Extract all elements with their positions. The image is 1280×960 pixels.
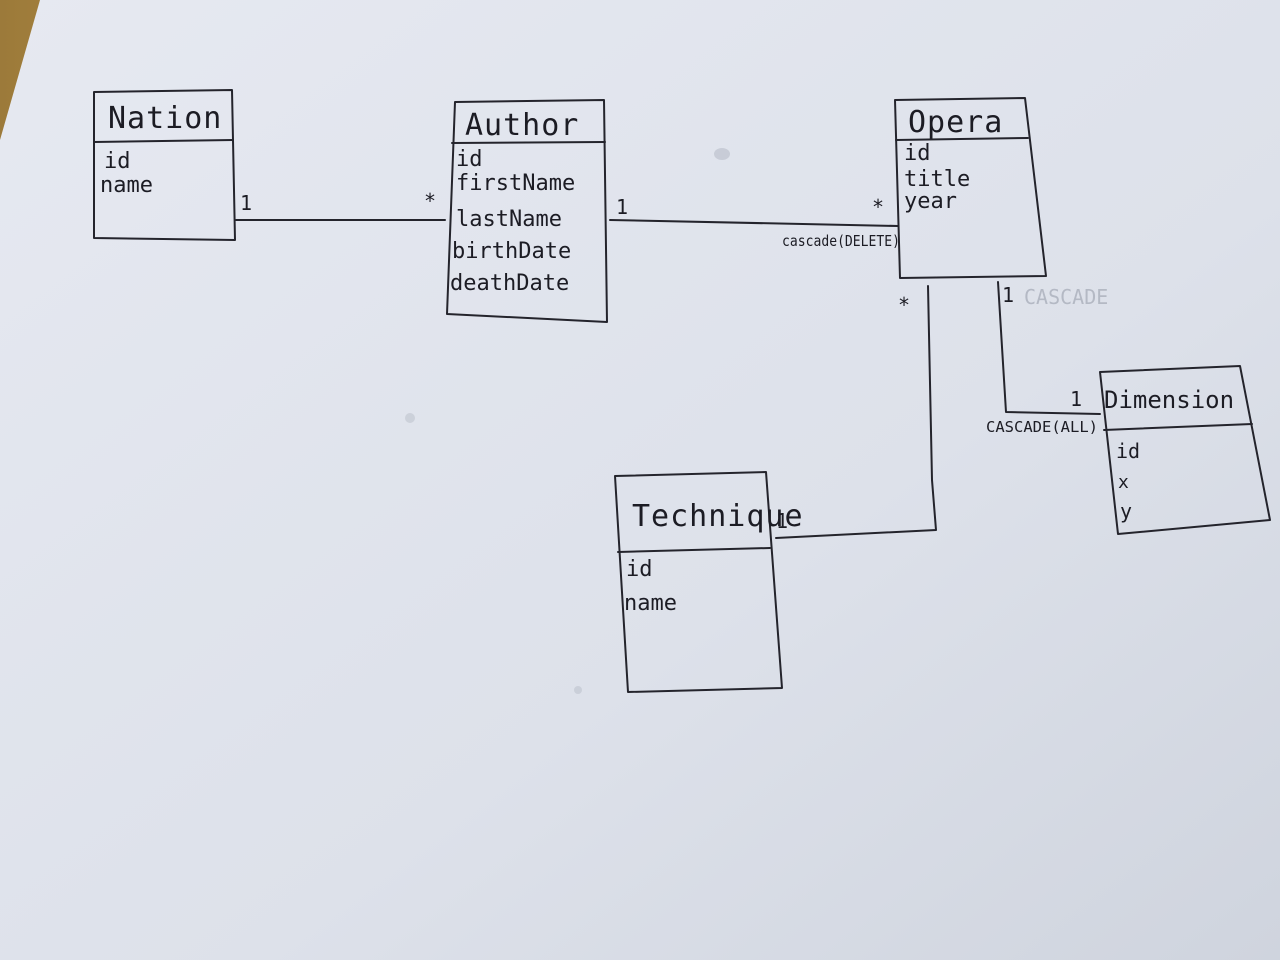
entity-attribute: y <box>1120 499 1132 523</box>
multiplicity-label: * <box>424 189 436 213</box>
entity-attribute: deathDate <box>450 271 569 296</box>
paper-smudge <box>574 686 582 694</box>
relation-opera-technique: * 1 <box>775 285 937 539</box>
relation-label: cascade(DELETE) <box>782 232 900 250</box>
entity-nation: Nation id name <box>93 89 236 241</box>
entity-attribute: id <box>104 149 131 174</box>
entity-title: Author <box>465 108 579 143</box>
multiplicity-label: 1 <box>1002 283 1014 307</box>
faint-erased-text: CASCADE <box>1024 285 1108 309</box>
entity-dimension: Dimension id x y <box>1099 365 1271 535</box>
entity-attribute: x <box>1118 472 1129 493</box>
entity-attribute: lastName <box>456 207 562 232</box>
entity-opera: Opera id title year <box>894 97 1047 279</box>
relation-nation-author: 1 * <box>235 189 446 221</box>
relation-label: CASCADE(ALL) <box>986 418 1098 436</box>
entity-attribute: year <box>904 189 957 214</box>
entity-attribute: firstName <box>456 171 575 196</box>
entity-attribute: title <box>904 167 970 192</box>
paper-smudge <box>405 413 415 423</box>
relation-opera-dimension: 1 1 CASCADE(ALL) CASCADE <box>986 281 1108 436</box>
paper-smudge <box>714 148 730 160</box>
entity-attribute: name <box>624 591 677 616</box>
multiplicity-label: 1 <box>776 509 788 533</box>
entity-attribute: name <box>100 173 153 198</box>
entity-attribute: birthDate <box>452 239 571 264</box>
multiplicity-label: 1 <box>240 191 252 215</box>
entity-attribute: id <box>456 147 483 172</box>
entity-title: Opera <box>908 105 1003 140</box>
relation-author-opera: 1 * cascade(DELETE) <box>609 195 900 250</box>
entity-technique: Technique id name <box>614 471 804 693</box>
entity-attribute: id <box>1116 439 1140 463</box>
multiplicity-label: * <box>872 195 884 219</box>
entity-title: Dimension <box>1104 386 1234 414</box>
entity-attribute: id <box>626 557 653 582</box>
entity-attribute: id <box>904 141 931 166</box>
multiplicity-label: * <box>898 293 910 317</box>
entity-title: Technique <box>632 499 804 534</box>
entity-author: Author id firstName lastName birthDate d… <box>446 99 608 323</box>
multiplicity-label: 1 <box>1070 387 1082 411</box>
multiplicity-label: 1 <box>616 195 628 219</box>
entity-title: Nation <box>108 101 222 136</box>
